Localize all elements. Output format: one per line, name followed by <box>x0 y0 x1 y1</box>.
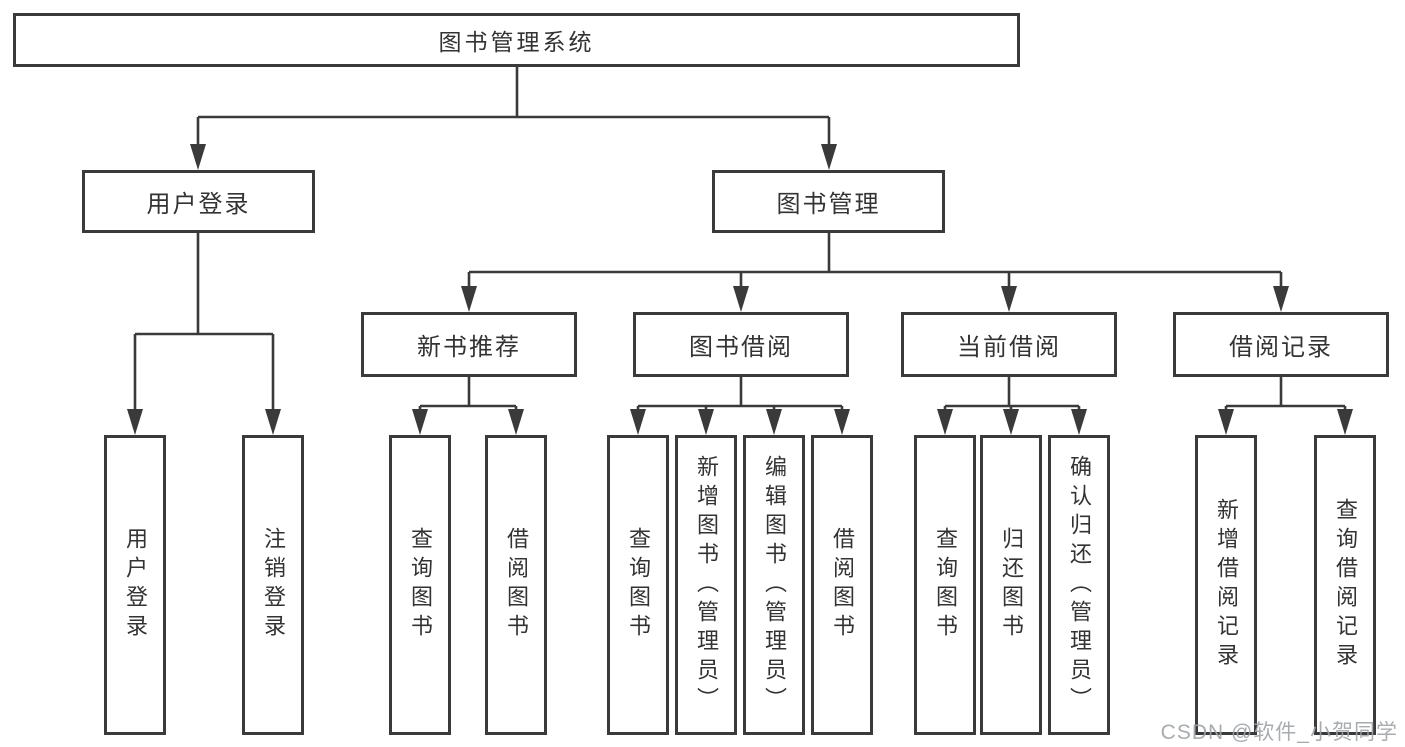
leaf-add-book-admin: 新增图书（管理员） <box>675 435 737 735</box>
node-borrow-records: 借阅记录 <box>1173 312 1389 377</box>
node-label: 查询图书 <box>933 527 958 643</box>
node-label: 编辑图书（管理员） <box>762 454 787 716</box>
node-label: 图书借阅 <box>689 334 793 361</box>
node-label: 用户登录 <box>146 191 251 218</box>
leaf-logout: 注销登录 <box>242 435 304 735</box>
node-user-login: 用户登录 <box>82 170 315 233</box>
node-label: 借阅图书 <box>830 527 855 643</box>
node-new-book-recommend: 新书推荐 <box>361 312 577 377</box>
leaf-borrow-books-recommend: 借阅图书 <box>485 435 547 735</box>
node-label: 图书管理 <box>776 191 881 218</box>
leaf-confirm-return-admin: 确认归还（管理员） <box>1048 435 1110 735</box>
node-book-borrow: 图书借阅 <box>633 312 849 377</box>
leaf-user-login: 用户登录 <box>104 435 166 735</box>
leaf-edit-book-admin: 编辑图书（管理员） <box>743 435 805 735</box>
node-label: 确认归还（管理员） <box>1067 454 1092 716</box>
node-current-borrow: 当前借阅 <box>901 312 1117 377</box>
leaf-return-books: 归还图书 <box>980 435 1042 735</box>
node-label: 借阅记录 <box>1229 334 1333 361</box>
node-label: 注销登录 <box>261 527 286 643</box>
node-book-management: 图书管理 <box>712 170 945 233</box>
leaf-add-borrow-record: 新增借阅记录 <box>1195 435 1257 735</box>
leaf-query-books-recommend: 查询图书 <box>389 435 451 735</box>
csdn-watermark: CSDN @软件_小贺同学 <box>1160 721 1398 744</box>
leaf-borrow-books: 借阅图书 <box>811 435 873 735</box>
node-label: 归还图书 <box>999 527 1024 643</box>
node-label: 查询图书 <box>408 527 433 643</box>
node-label: 借阅图书 <box>504 527 529 643</box>
node-label: 查询图书 <box>626 527 651 643</box>
node-label: 新增图书（管理员） <box>694 454 719 716</box>
leaf-query-books-borrow: 查询图书 <box>607 435 669 735</box>
node-label: 当前借阅 <box>957 334 1061 361</box>
node-label: 查询借阅记录 <box>1333 498 1358 672</box>
leaf-query-borrow-record: 查询借阅记录 <box>1314 435 1376 735</box>
node-label: 图书管理系统 <box>438 29 595 55</box>
node-label: 用户登录 <box>123 527 148 643</box>
node-label: 新增借阅记录 <box>1214 498 1239 672</box>
leaf-query-books-current: 查询图书 <box>914 435 976 735</box>
node-root: 图书管理系统 <box>13 13 1020 67</box>
node-label: 新书推荐 <box>417 334 521 361</box>
